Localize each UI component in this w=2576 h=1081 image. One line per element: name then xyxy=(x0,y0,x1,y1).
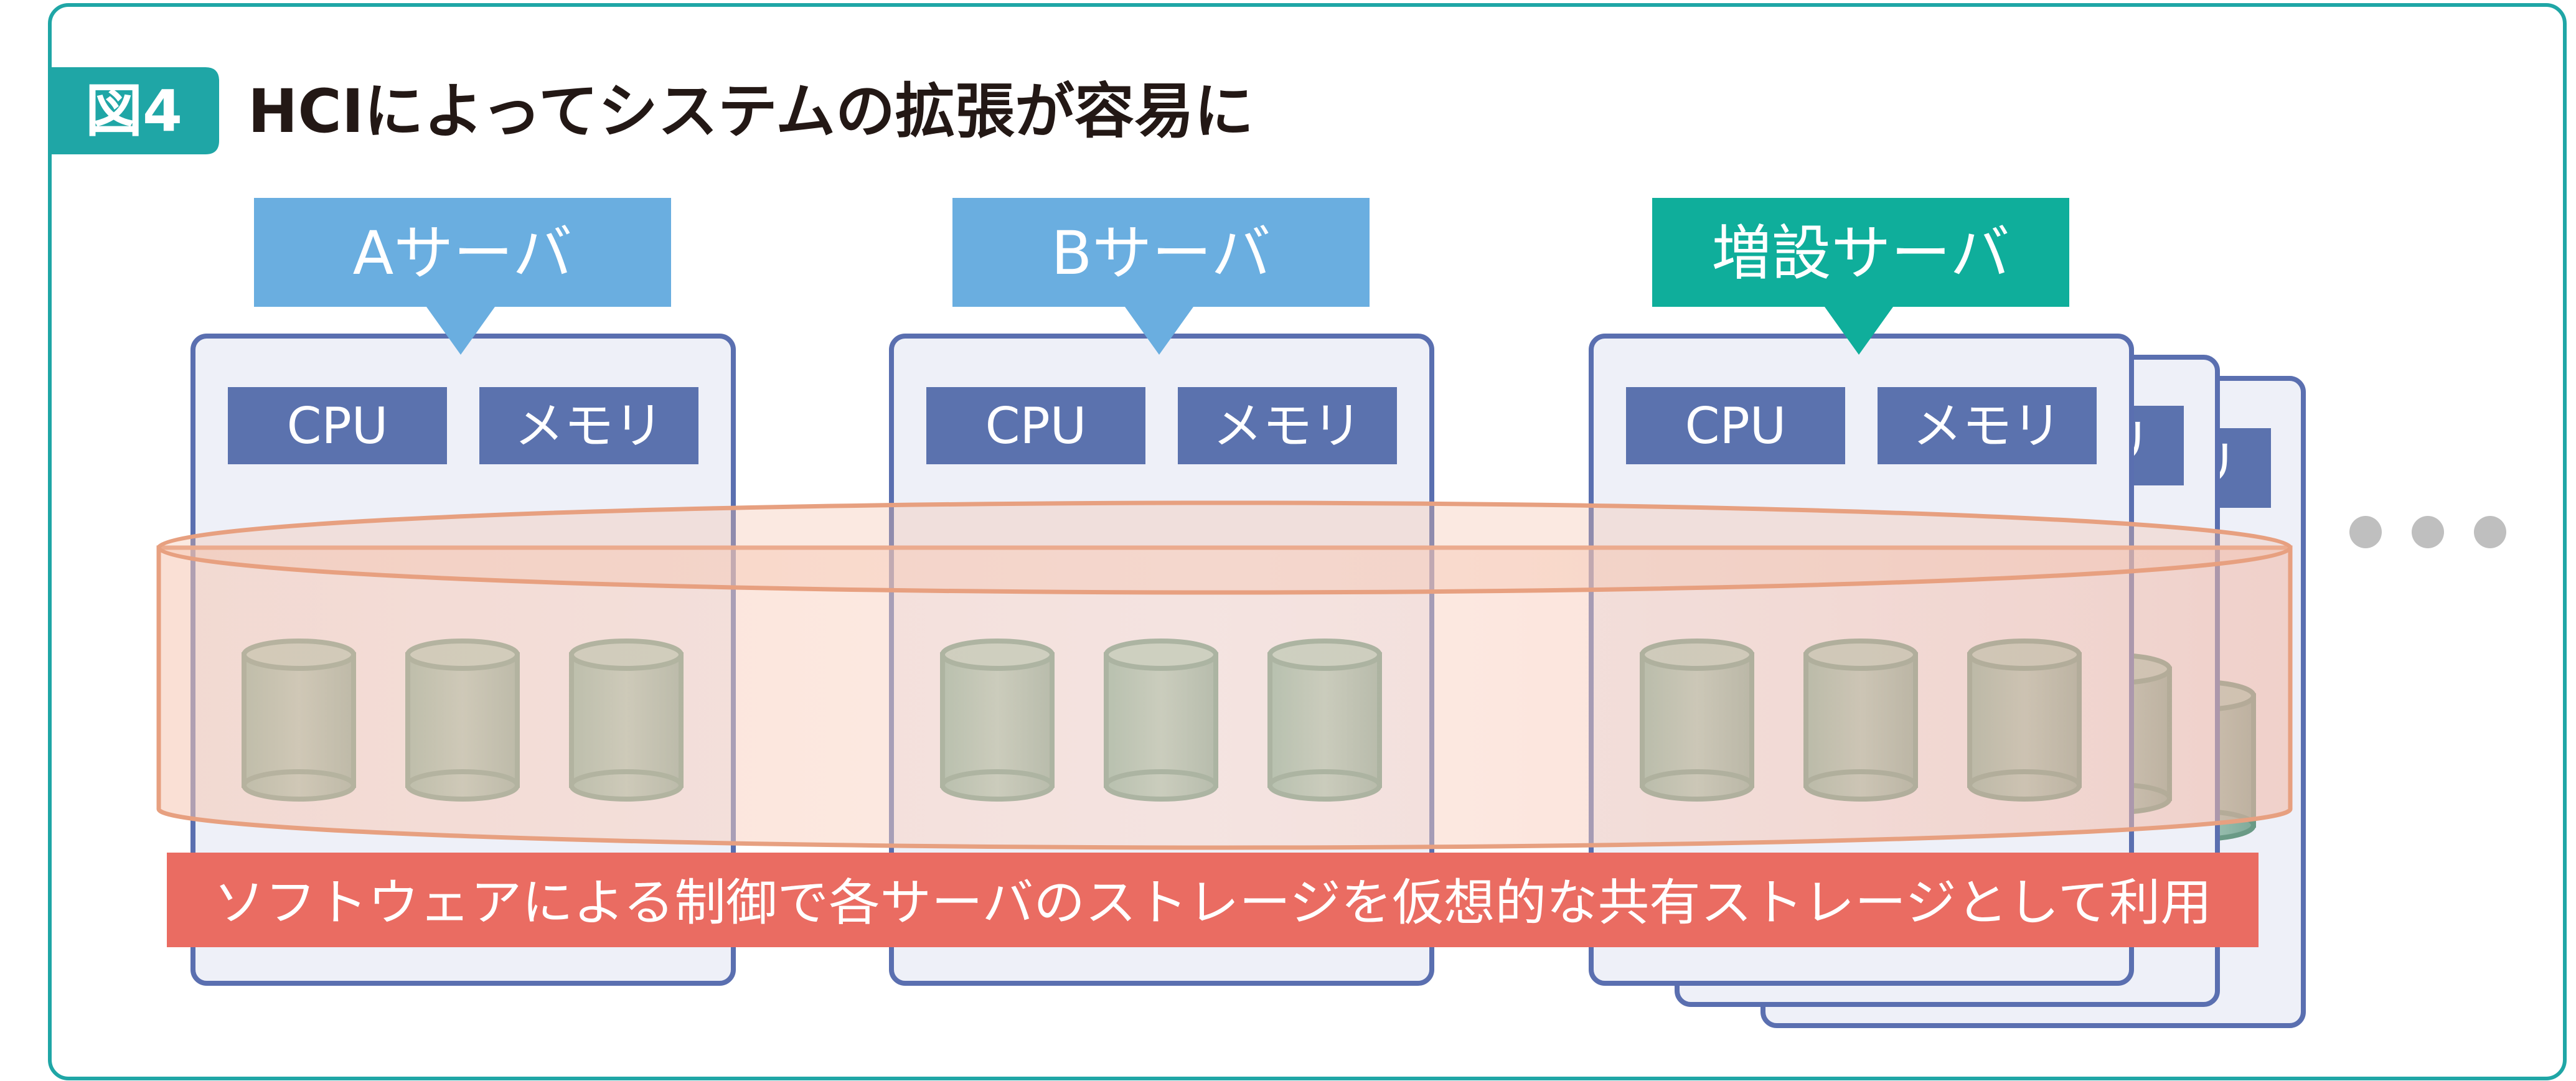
figure-label-box xyxy=(50,67,219,154)
server-a-pointer xyxy=(426,307,495,355)
server-b-cpu-label: CPU xyxy=(985,397,1087,455)
description-banner xyxy=(167,853,2259,947)
server-b-memory-chip xyxy=(1178,387,1397,464)
server-b-memory-label: メモリ xyxy=(1213,397,1362,455)
figure-title: HCIによってシステムの拡張が容易に xyxy=(248,77,1254,146)
server-b-name-box xyxy=(952,198,1370,307)
server-added-memory-chip xyxy=(1878,387,2097,464)
ellipsis-dot xyxy=(2349,516,2382,548)
server-a-memory-chip xyxy=(479,387,698,464)
server-added-memory-label: メモリ xyxy=(1912,397,2062,455)
server-added-pointer xyxy=(1825,307,1893,355)
ellipsis-dot xyxy=(2474,516,2506,548)
server-b-name: Bサーバ xyxy=(1051,218,1271,288)
ellipsis-dot xyxy=(2412,516,2444,548)
server-b-cpu-chip xyxy=(926,387,1145,464)
more-servers-ellipsis xyxy=(2349,516,2506,548)
server-added-cpu-label: CPU xyxy=(1685,397,1787,455)
server-added-cpu-chip xyxy=(1626,387,1845,464)
shared-storage-pool xyxy=(156,500,2293,850)
server-added-name-box xyxy=(1652,198,2069,307)
server-b-pointer xyxy=(1125,307,1193,355)
server-a-name: Aサーバ xyxy=(353,218,573,288)
figure-label: 図4 xyxy=(85,78,182,144)
server-a-cpu-chip xyxy=(228,387,447,464)
server-a-name-box xyxy=(254,198,671,307)
pool-top xyxy=(156,500,2293,595)
server-a-memory-label: メモリ xyxy=(514,397,664,455)
server-added-name: 増設サーバ xyxy=(1711,218,2010,288)
pool-body xyxy=(156,545,2293,850)
description-banner-text: ソフトウェアによる制御で各サーバのストレージを仮想的な共有ストレージとして利用 xyxy=(214,874,2212,932)
server-a-cpu-label: CPU xyxy=(287,397,388,455)
